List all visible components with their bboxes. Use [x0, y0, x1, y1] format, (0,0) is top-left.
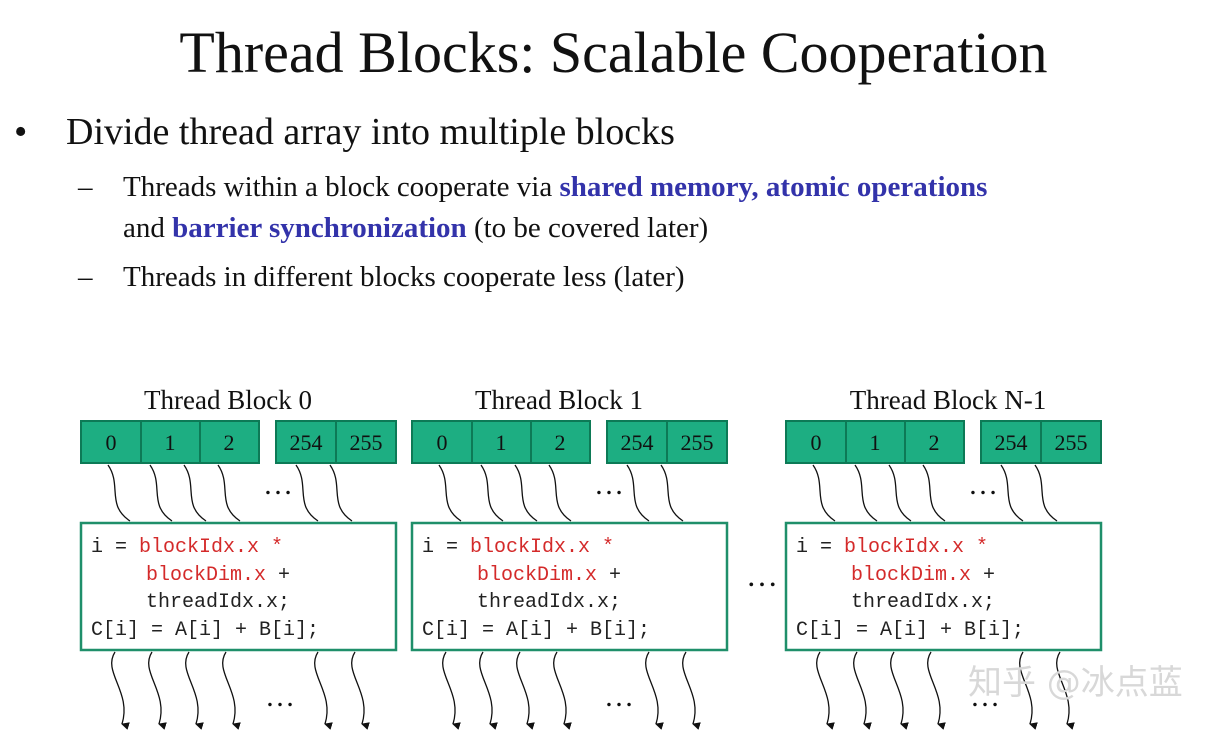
code-line-1: i = blockIdx.x * [422, 536, 614, 559]
thread-id: 1 [165, 430, 176, 455]
block-label: Thread Block 0 [144, 385, 312, 415]
code-line-3: threadIdx.x; [477, 591, 621, 614]
code-line-1: i = blockIdx.x * [796, 536, 988, 559]
ellipsis: … [594, 468, 624, 501]
thread-id: 2 [555, 430, 566, 455]
thread-cell [471, 420, 532, 464]
code-line-2: blockDim.x + [851, 564, 995, 587]
thread-cells: 0 1 2 254 255 [80, 420, 397, 464]
thread-id: 255 [681, 430, 714, 455]
code-box [410, 521, 729, 652]
thread-cell [904, 420, 965, 464]
thread-id: 254 [621, 430, 654, 455]
thread-block-0: Thread Block 0 0 1 2 254 255 … i = block… [79, 385, 398, 730]
code-line-3: threadIdx.x; [146, 591, 290, 614]
thread-block-1: Thread Block 1 0 1 2 254 255 … i = block… [410, 385, 729, 730]
thread-cell [275, 420, 337, 464]
highlight-barrier-sync: barrier synchronization [172, 212, 467, 244]
output-arrows [111, 651, 370, 730]
slide-title: Thread Blocks: Scalable Cooperation [179, 20, 1048, 85]
code-line-2: blockDim.x + [146, 564, 290, 587]
highlight-shared-memory: shared memory, atomic operations [559, 171, 988, 203]
bullet-text: Divide thread array into multiple blocks [66, 111, 675, 153]
thread-cell [411, 420, 473, 464]
thread-id: 255 [1055, 430, 1088, 455]
code-line-1: i = blockIdx.x * [91, 536, 283, 559]
ellipsis: … [263, 468, 293, 501]
thread-cell [606, 420, 668, 464]
thread-id: 2 [224, 430, 235, 455]
thread-cells: 0 1 2 254 255 [411, 420, 728, 464]
thread-cell [530, 420, 591, 464]
subpoint-a-line2: and barrier synchronization (to be cover… [123, 212, 709, 244]
ellipsis: … [970, 680, 1000, 713]
block-label: Thread Block N-1 [850, 385, 1046, 415]
input-curves [812, 464, 1058, 522]
thread-id: 0 [437, 430, 448, 455]
dash-a: – [78, 171, 93, 203]
thread-id: 2 [929, 430, 940, 455]
thread-cell [199, 420, 260, 464]
subpoint-a-line1: Threads within a block cooperate via sha… [123, 171, 988, 203]
thread-id: 1 [870, 430, 881, 455]
thread-id: 0 [106, 430, 117, 455]
ellipsis: … [968, 468, 998, 501]
blocks-ellipsis: … [746, 557, 778, 593]
ellipsis: … [604, 680, 634, 713]
output-arrows [442, 651, 701, 730]
thread-id: 0 [811, 430, 822, 455]
ellipsis: … [265, 680, 295, 713]
watermark: 知乎 @冰点蓝 [968, 663, 1183, 703]
code-line-4: C[i] = A[i] + B[i]; [422, 619, 650, 642]
code-line-2: blockDim.x + [477, 564, 621, 587]
code-line-4: C[i] = A[i] + B[i]; [796, 619, 1024, 642]
thread-cell [140, 420, 201, 464]
thread-cell [666, 420, 728, 464]
input-curves [107, 464, 353, 522]
input-curves [438, 464, 684, 522]
thread-cell [335, 420, 397, 464]
code-box [79, 521, 398, 652]
thread-block-n-1: Thread Block N-1 0 1 2 254 255 … i = blo… [784, 385, 1103, 730]
code-line-3: threadIdx.x; [851, 591, 995, 614]
thread-id: 255 [350, 430, 383, 455]
thread-id: 1 [496, 430, 507, 455]
subpoint-b-text: Threads in different blocks cooperate le… [123, 261, 685, 293]
thread-id: 254 [995, 430, 1028, 455]
dash-b: – [78, 261, 93, 293]
thread-cell [1040, 420, 1102, 464]
code-line-4: C[i] = A[i] + B[i]; [91, 619, 319, 642]
code-box [784, 521, 1103, 652]
thread-cells: 0 1 2 254 255 [785, 420, 1102, 464]
bullet-dot: • [14, 111, 28, 153]
block-label: Thread Block 1 [475, 385, 643, 415]
output-arrows [816, 651, 1075, 730]
thread-id: 254 [290, 430, 323, 455]
